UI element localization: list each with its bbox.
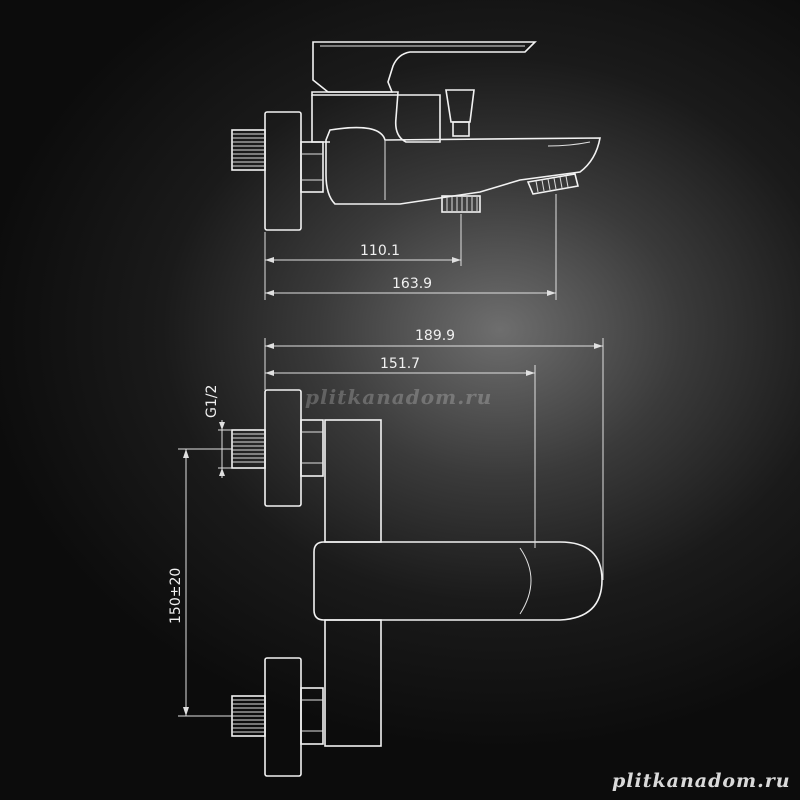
lower-nut xyxy=(300,687,324,745)
watermark-bottom: plitkanadom.ru xyxy=(612,770,791,792)
watermark-middle: plitkanadom.ru xyxy=(305,385,493,409)
upper-arm xyxy=(324,419,382,543)
lower-thread-lines xyxy=(232,699,265,733)
shower-outlet-thread xyxy=(446,197,478,211)
diverter-stem xyxy=(452,121,470,137)
aerator-thread xyxy=(535,175,569,193)
dimension-150: 150±20 xyxy=(168,448,232,717)
dimension-110: 110.1 xyxy=(264,214,462,300)
dim-150-label: 150±20 xyxy=(168,568,184,624)
lower-arm xyxy=(324,619,382,747)
cartridge-body xyxy=(311,91,441,143)
threaded-inlet-thread xyxy=(232,133,265,167)
connection-nut xyxy=(300,141,324,193)
spout-highlight xyxy=(547,141,591,147)
spout xyxy=(325,126,601,205)
lower-wall-flange xyxy=(264,657,302,777)
shower-outlet xyxy=(441,195,481,213)
aerator xyxy=(526,173,579,195)
dim-189-label: 189.9 xyxy=(415,328,455,344)
upper-wall-flange xyxy=(264,389,302,507)
front-view: 189.9 151.7 G1/2 150±20 xyxy=(168,328,604,777)
dimension-189: 189.9 xyxy=(264,328,604,580)
lever-handle xyxy=(312,41,537,93)
wall-flange xyxy=(264,111,302,231)
dimension-151: 151.7 xyxy=(265,356,536,548)
dim-g12-label: G1/2 xyxy=(204,385,220,418)
dim-151-label: 151.7 xyxy=(380,356,420,372)
dimension-g12: G1/2 xyxy=(204,385,232,478)
upper-thread-lines xyxy=(232,433,265,463)
upper-nut xyxy=(300,419,324,477)
spout-block xyxy=(313,541,603,621)
side-view: 110.1 163.9 xyxy=(231,41,601,300)
spout-curve xyxy=(519,547,532,615)
dimension-163: 163.9 xyxy=(265,194,557,300)
dim-110-label: 110.1 xyxy=(360,243,400,259)
diverter-knob xyxy=(445,89,475,123)
dim-163-label: 163.9 xyxy=(392,276,432,292)
